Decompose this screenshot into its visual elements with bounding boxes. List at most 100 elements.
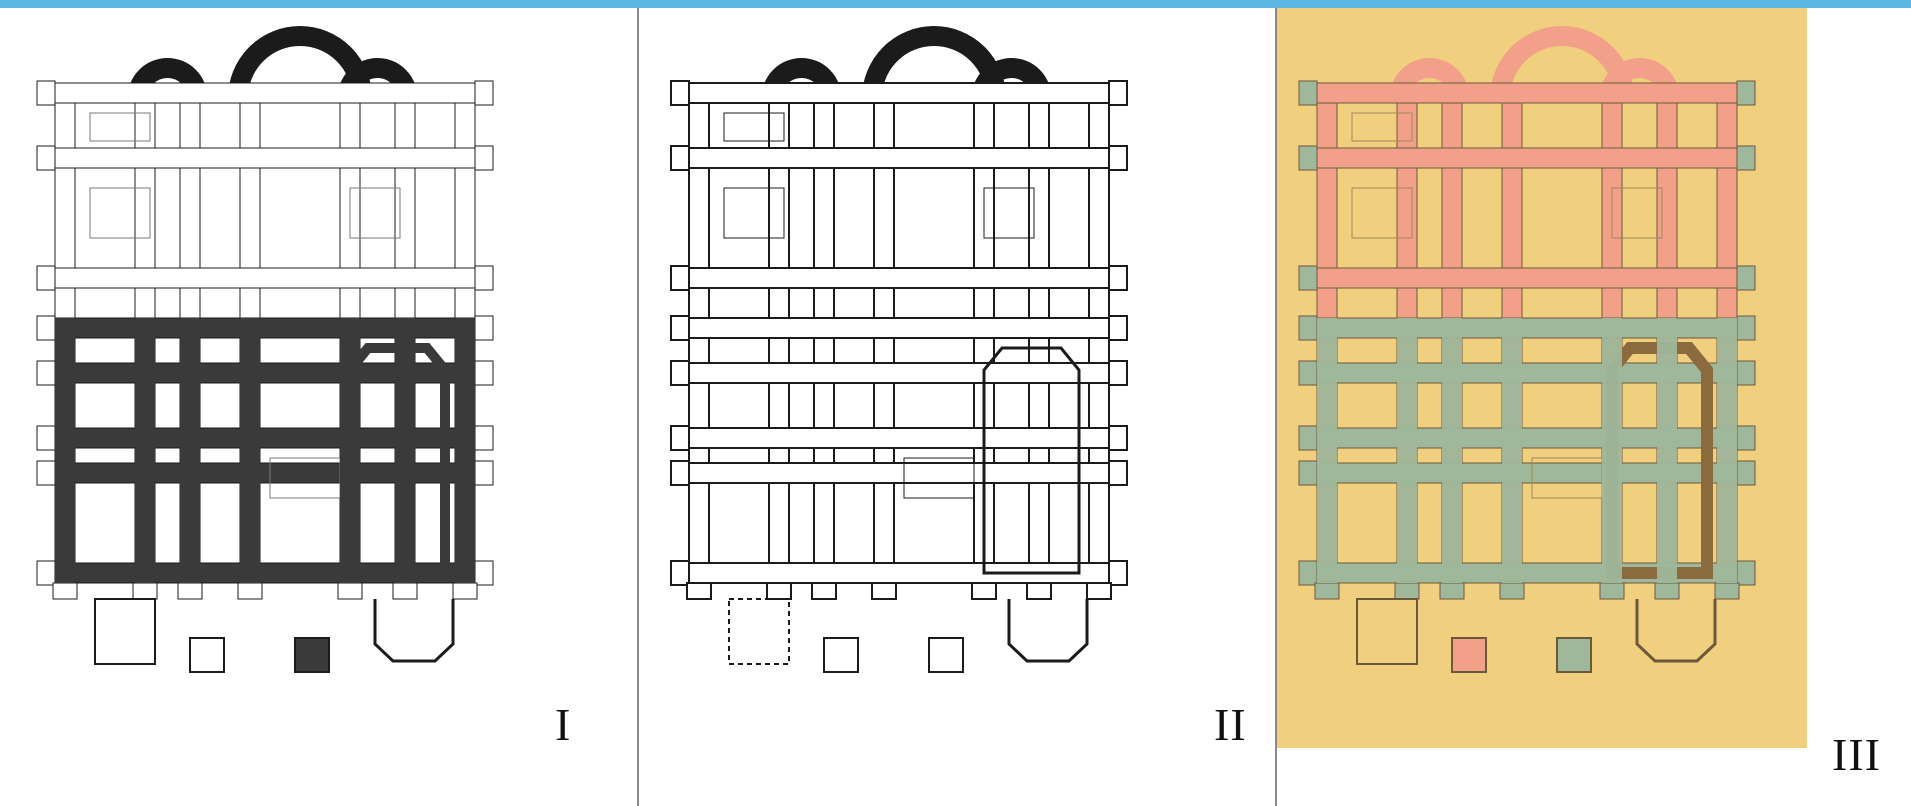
wall-horizontal <box>54 82 476 104</box>
buttress-right <box>1108 145 1128 171</box>
buttress-right <box>1108 80 1128 106</box>
wall-horizontal <box>54 147 476 169</box>
wall-horizontal <box>688 82 1110 104</box>
buttress-left <box>670 360 690 386</box>
buttress-left <box>1298 425 1318 451</box>
buttress-right <box>1736 460 1756 486</box>
room-detail <box>723 112 785 142</box>
octagonal-chapel <box>982 346 1081 575</box>
panel-label-iii: III <box>1832 729 1881 780</box>
buttress-bottom <box>1026 582 1052 600</box>
room-detail <box>1351 112 1413 142</box>
buttress-bottom <box>1654 582 1680 600</box>
wall-horizontal <box>688 462 1110 484</box>
south-apse-annex <box>1635 599 1717 663</box>
panel-label-i: I <box>555 699 572 750</box>
buttress-left <box>1298 460 1318 486</box>
wall-horizontal <box>688 147 1110 169</box>
room-detail <box>723 187 785 239</box>
south-apse-annex <box>373 599 455 663</box>
buttress-bottom <box>392 582 418 600</box>
buttress-left <box>670 315 690 341</box>
wall-vertical-dark <box>395 318 415 583</box>
buttress-left <box>670 560 690 586</box>
buttress-left <box>1298 145 1318 171</box>
buttress-right <box>1108 360 1128 386</box>
wall-horizontal <box>1316 147 1738 169</box>
buttress-bottom <box>1599 582 1625 600</box>
south-porch <box>728 598 790 665</box>
buttress-bottom <box>337 582 363 600</box>
buttress-bottom <box>1086 582 1112 600</box>
buttress-right <box>474 560 494 586</box>
buttress-right <box>1108 265 1128 291</box>
wall-horizontal <box>688 362 1110 384</box>
wall-vertical-green <box>1317 318 1337 583</box>
plan-panel-ii: II <box>639 8 1277 806</box>
room-detail <box>89 187 151 239</box>
buttress-left <box>36 315 56 341</box>
buttress-left <box>1298 315 1318 341</box>
south-apse-annex <box>1007 599 1089 663</box>
wall-horizontal <box>688 317 1110 339</box>
buttress-bottom <box>871 582 897 600</box>
buttress-left <box>670 145 690 171</box>
panel-label-ii: II <box>1214 699 1247 750</box>
buttress-right <box>474 315 494 341</box>
buttress-right <box>1108 425 1128 451</box>
wall-vertical-green <box>1397 318 1417 583</box>
buttress-bottom <box>452 582 478 600</box>
wall-vertical-green <box>1442 318 1462 583</box>
wall-vertical-dark <box>135 318 155 583</box>
buttress-left <box>36 460 56 486</box>
buttress-bottom <box>1394 582 1420 600</box>
wall-vertical-dark <box>455 318 475 583</box>
buttress-left <box>670 460 690 486</box>
wall-horizontal <box>688 427 1110 449</box>
wall-horizontal <box>1316 267 1738 289</box>
plan-group <box>36 26 494 673</box>
floor-plan-drawing-iii <box>1277 8 1807 748</box>
buttress-left <box>1298 265 1318 291</box>
buttress-right <box>474 265 494 291</box>
buttress-left <box>1298 560 1318 586</box>
buttress-right <box>1108 460 1128 486</box>
buttress-left <box>670 80 690 106</box>
buttress-left <box>670 265 690 291</box>
room-detail <box>1611 187 1663 239</box>
buttress-bottom <box>237 582 263 600</box>
buttress-bottom <box>1314 582 1340 600</box>
south-porch <box>94 598 156 665</box>
wall-vertical-dark <box>340 318 360 583</box>
buttress-right <box>1736 360 1756 386</box>
buttress-right <box>1736 145 1756 171</box>
plan-panel-iii: III <box>1277 8 1911 806</box>
buttress-left <box>670 425 690 451</box>
floor-plan-drawing-ii <box>670 26 1128 673</box>
buttress-bottom <box>177 582 203 600</box>
wall-vertical-green <box>1602 318 1622 583</box>
buttress-left <box>36 145 56 171</box>
buttress-left <box>36 265 56 291</box>
room-detail <box>1351 187 1413 239</box>
buttress-bottom <box>686 582 712 600</box>
buttress-right <box>474 145 494 171</box>
buttress-right <box>1736 80 1756 106</box>
wall-horizontal <box>54 267 476 289</box>
buttress-right <box>474 80 494 106</box>
room-detail <box>89 112 151 142</box>
freestanding-pier <box>1451 637 1487 673</box>
room-detail <box>349 187 401 239</box>
freestanding-pier <box>823 637 859 673</box>
buttress-left <box>36 425 56 451</box>
buttress-right <box>1736 315 1756 341</box>
buttress-left <box>1298 80 1318 106</box>
buttress-bottom <box>52 582 78 600</box>
wall-vertical-green <box>1502 318 1522 583</box>
plan-group <box>670 26 1128 673</box>
freestanding-pier <box>1556 637 1592 673</box>
buttress-right <box>1108 315 1128 341</box>
buttress-right <box>1736 560 1756 586</box>
wall-vertical-green <box>1657 318 1677 583</box>
buttress-bottom <box>132 582 158 600</box>
